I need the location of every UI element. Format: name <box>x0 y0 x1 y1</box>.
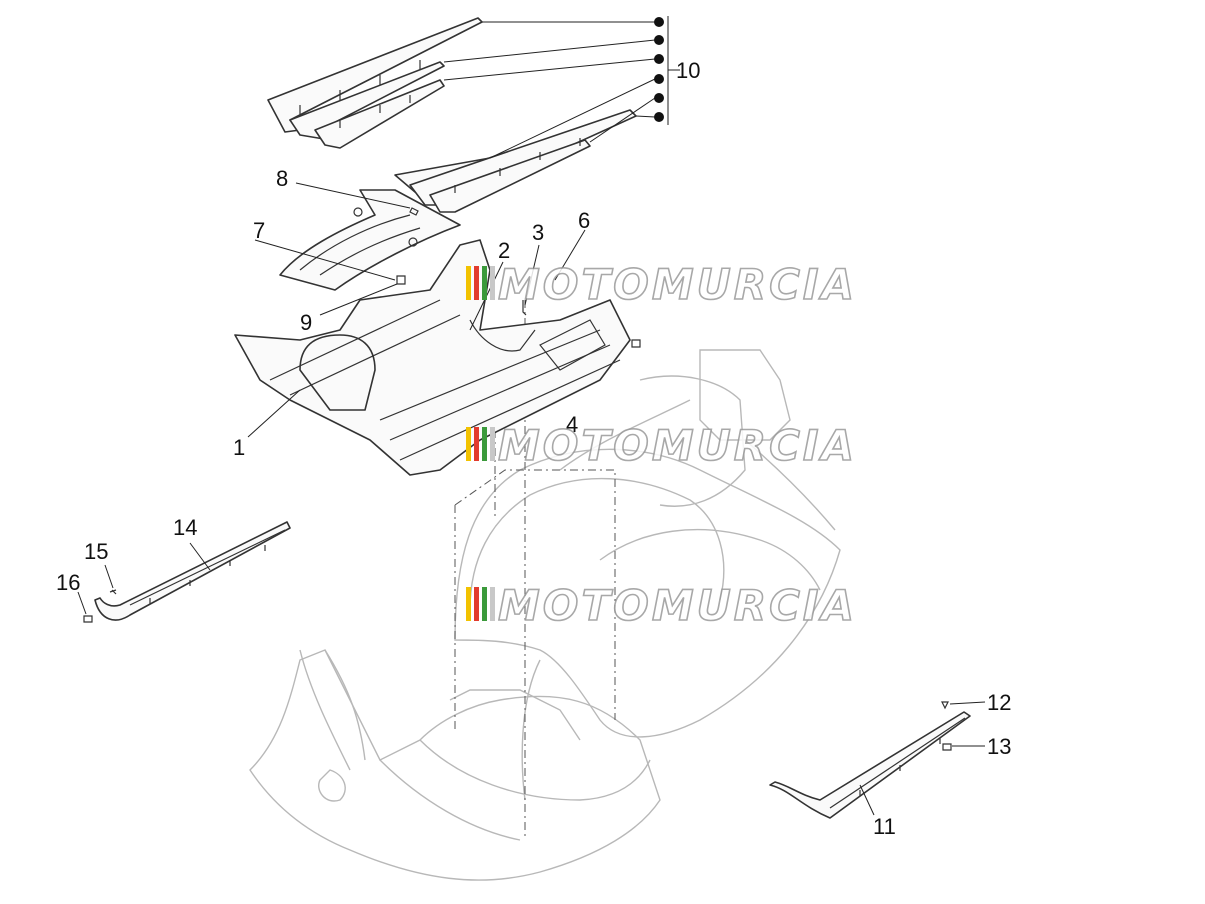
part-10-bracket <box>443 16 680 159</box>
watermark-stripe <box>466 266 471 300</box>
watermark-stripe <box>466 587 471 621</box>
callout-2: 2 <box>498 238 510 263</box>
watermark-stripe <box>490 587 495 621</box>
watermark-stripe <box>474 427 479 461</box>
callout-9: 9 <box>300 310 312 335</box>
watermark-stripe <box>482 266 487 300</box>
watermark-bottom: MOTOMURCIA <box>466 580 857 631</box>
callout-8: 8 <box>276 166 288 191</box>
leader-lines <box>77 182 986 816</box>
watermark-stripe <box>482 427 487 461</box>
callout-1: 1 <box>233 435 245 460</box>
watermark-stripe <box>490 427 495 461</box>
callout-labels: 1 2 3 4 6 7 8 9 10 11 12 13 14 15 16 <box>56 58 1011 839</box>
callout-16: 16 <box>56 570 80 595</box>
part-10-rubber-strips <box>267 17 637 213</box>
callout-10: 10 <box>676 58 700 83</box>
hardware <box>83 207 952 751</box>
watermark-top: MOTOMURCIA <box>466 259 857 310</box>
callout-13: 13 <box>987 734 1011 759</box>
watermark-text: MOTOMURCIA <box>498 421 857 470</box>
watermark-stripe <box>466 427 471 461</box>
callout-6: 6 <box>578 208 590 233</box>
callout-12: 12 <box>987 690 1011 715</box>
callout-4: 4 <box>566 412 578 437</box>
watermark-text: MOTOMURCIA <box>498 581 857 630</box>
watermark-stripe <box>490 266 495 300</box>
watermark-middle: MOTOMURCIA <box>466 420 857 471</box>
part-11-right-trim <box>769 711 971 819</box>
callout-3: 3 <box>532 220 544 245</box>
watermark-stripe <box>474 587 479 621</box>
part-1-6-footboard <box>234 239 631 476</box>
callout-15: 15 <box>84 539 108 564</box>
watermark-stripe <box>482 587 487 621</box>
callout-7: 7 <box>253 218 265 243</box>
watermark-stripe <box>474 266 479 300</box>
callout-14: 14 <box>173 515 197 540</box>
callout-11: 11 <box>873 814 896 839</box>
watermark-text: MOTOMURCIA <box>498 260 857 309</box>
part-14-left-trim <box>94 521 291 621</box>
